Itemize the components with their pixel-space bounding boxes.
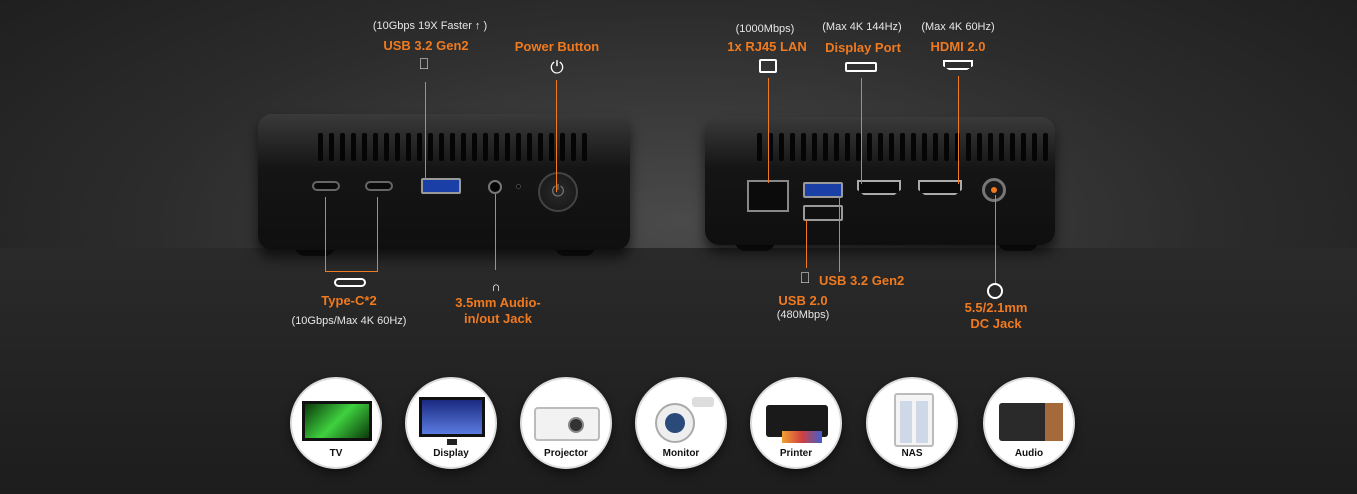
lan-label: 1x RJ45 LAN — [727, 39, 807, 54]
device-label: Monitor — [662, 448, 700, 459]
usb32-label: USB 3.2 Gen2 — [383, 38, 469, 53]
displayport-icon — [845, 62, 877, 72]
audio-jack-label-line2: in/out Jack — [464, 311, 532, 326]
rear-usb32-port — [803, 182, 843, 198]
device-label: Audio — [1014, 448, 1044, 459]
display-icon — [419, 397, 485, 437]
foot — [295, 246, 335, 256]
projector-icon — [534, 407, 600, 441]
foot — [555, 246, 595, 256]
power-button-label: Power Button — [514, 39, 600, 54]
audio-jack — [488, 180, 502, 194]
rear-usb32-label: USB 3.2 Gen2 — [819, 273, 905, 288]
front-vents — [318, 133, 587, 161]
usb-c-port-1 — [312, 181, 340, 191]
callout-line — [325, 197, 326, 271]
displayport-port — [857, 180, 901, 195]
rear-usb20-port — [803, 205, 843, 221]
callout-line — [325, 271, 378, 272]
callout-line — [861, 78, 862, 184]
foot — [735, 241, 775, 251]
device-label: Printer — [779, 448, 813, 459]
usb-c-icon — [334, 278, 366, 287]
device-label: Display — [433, 448, 469, 459]
callout-line — [995, 195, 996, 283]
hdmi-label: HDMI 2.0 — [930, 39, 986, 54]
headphone-icon: ∩ — [491, 279, 501, 294]
device-label: Projector — [544, 448, 588, 459]
dp-spec-note: (Max 4K 144Hz) — [822, 21, 902, 33]
callout-line — [958, 76, 959, 184]
callout-line — [556, 80, 557, 192]
device-nas: NAS — [866, 377, 958, 469]
callout-line — [377, 197, 378, 271]
lan-speed-note: (1000Mbps) — [735, 23, 795, 35]
hdmi-spec-note: (Max 4K 60Hz) — [921, 21, 995, 33]
typec-label: Type-C*2 — [321, 293, 377, 308]
usb-icon: ⎕ — [800, 270, 810, 287]
power-button: ⏻ — [538, 172, 578, 212]
callout-line — [425, 82, 426, 180]
power-icon: ⏻ — [550, 58, 564, 77]
device-audio: Audio — [983, 377, 1075, 469]
callout-line — [768, 78, 769, 183]
foot — [998, 241, 1038, 251]
device-display: Display — [405, 377, 497, 469]
dc-jack-icon — [987, 283, 1003, 299]
displayport-label: Display Port — [825, 40, 901, 55]
usb-c-port-2 — [365, 181, 393, 191]
ethernet-icon — [759, 59, 777, 73]
hdmi-icon — [943, 60, 973, 70]
usb20-speed-note: (480Mbps) — [776, 309, 830, 321]
callout-line — [806, 220, 807, 268]
device-monitor: Monitor — [635, 377, 727, 469]
audio-jack-label-line1: 3.5mm Audio- — [455, 295, 541, 310]
hdmi-port — [918, 180, 962, 195]
tv-icon — [302, 401, 372, 441]
dc-jack-label-line1: 5.5/2.1mm — [964, 300, 1028, 315]
status-led — [516, 184, 521, 189]
rj45-port — [747, 180, 789, 212]
device-printer: Printer — [750, 377, 842, 469]
dc-jack-label-line2: DC Jack — [970, 316, 1022, 331]
callout-line — [495, 194, 496, 270]
device-label: TV — [329, 448, 343, 459]
usb32-speed-note: (10Gbps 19X Faster ↑ ) — [372, 20, 488, 32]
typec-spec-note: (10Gbps/Max 4K 60Hz) — [291, 315, 407, 327]
usb20-label: USB 2.0 — [778, 293, 828, 308]
usb-icon: ⎕ — [419, 56, 429, 73]
device-label: NAS — [901, 448, 923, 459]
dc-jack-port — [982, 178, 1006, 202]
rear-vents — [757, 133, 1048, 161]
device-projector: Projector — [520, 377, 612, 469]
callout-line — [839, 196, 840, 272]
device-tv: TV — [290, 377, 382, 469]
usb32-port — [421, 178, 461, 194]
